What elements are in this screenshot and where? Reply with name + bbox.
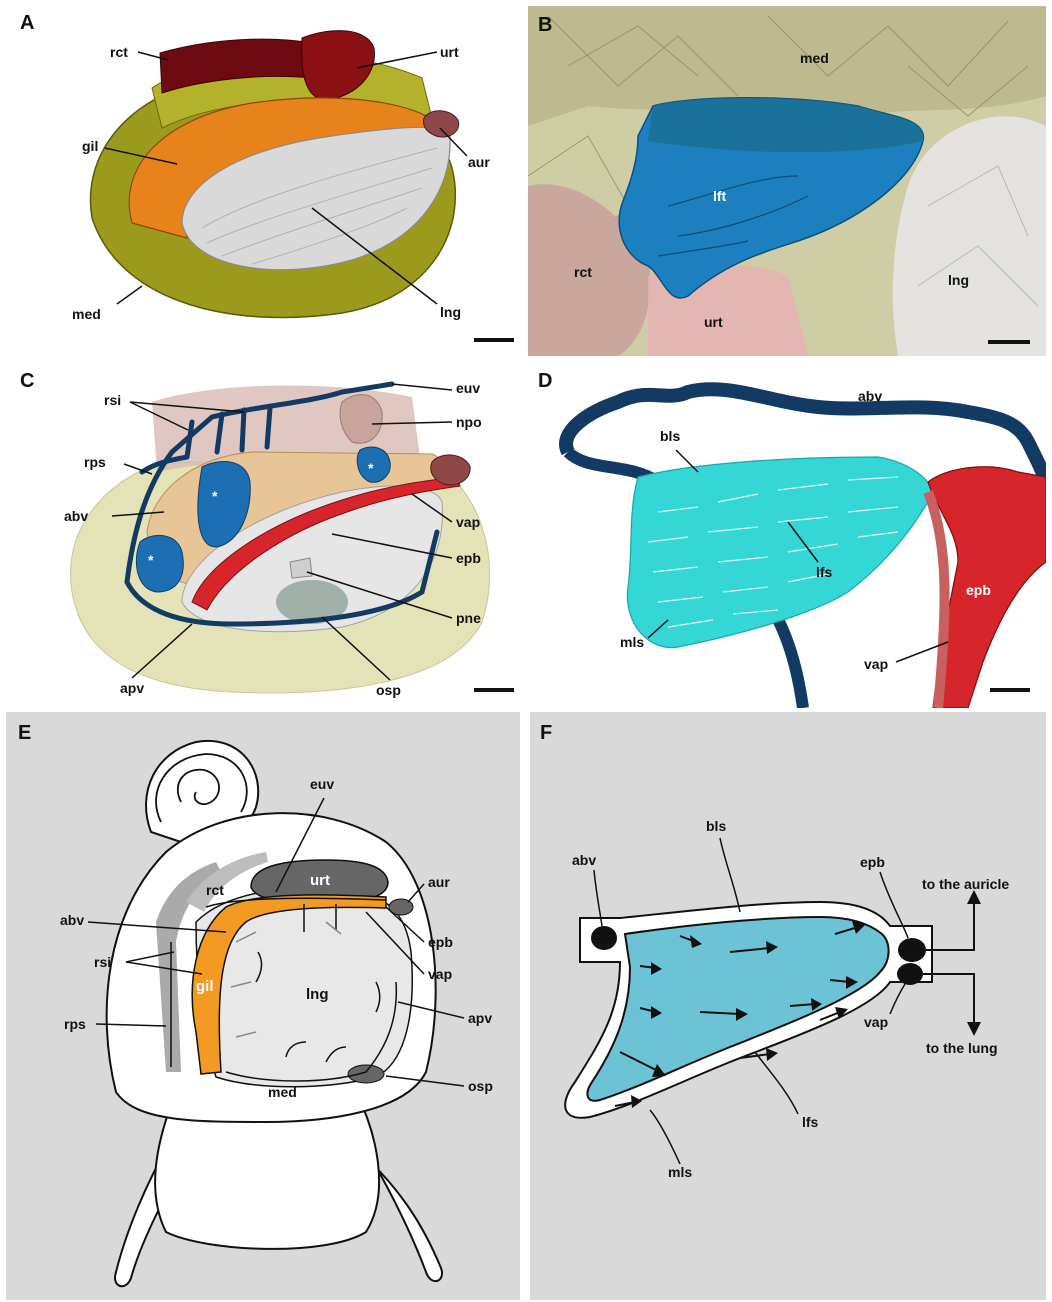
scale-bar-a: [474, 338, 514, 342]
label-med: med: [72, 306, 101, 322]
panel-c: C rsi euv npo rps abv vap epb pne apv os…: [12, 362, 518, 708]
abv-node: [591, 926, 617, 950]
osp-shape: [348, 1065, 384, 1083]
panel-letter-e: E: [18, 722, 31, 745]
label-epb: epb: [966, 582, 991, 598]
asterisk-left: *: [148, 552, 153, 568]
label-aur: aur: [428, 874, 450, 890]
label-bls: bls: [706, 818, 726, 834]
panel-letter-c: C: [20, 370, 34, 393]
label-gil: gil: [82, 138, 98, 154]
panel-c-render: [12, 362, 518, 708]
rsi-4: [267, 408, 270, 447]
label-urt: urt: [704, 314, 723, 330]
panel-b-render: [528, 6, 1046, 356]
label-apv: apv: [468, 1010, 492, 1026]
panel-d: D abv bls lfs mls epb vap: [528, 362, 1046, 708]
label-mls: mls: [668, 1164, 692, 1180]
label-urt: urt: [310, 872, 330, 889]
pneumostome-pne: [290, 558, 312, 578]
label-epb: epb: [860, 854, 885, 870]
epb-node: [898, 938, 926, 962]
label-vap: vap: [864, 1014, 888, 1030]
label-med: med: [800, 50, 829, 66]
label-gil: gil: [196, 978, 214, 995]
label-lng: lng: [440, 304, 461, 320]
label-vap: vap: [456, 514, 480, 530]
panel-e-drawing: [6, 712, 520, 1300]
label-urt: urt: [440, 44, 459, 60]
label-vap: vap: [428, 966, 452, 982]
label-rps: rps: [84, 454, 106, 470]
label-rsi: rsi: [104, 392, 121, 408]
label-lft: lft: [713, 188, 726, 204]
label-lng: lng: [948, 272, 969, 288]
label-euv: euv: [456, 380, 480, 396]
label-epb: epb: [456, 550, 481, 566]
label-lfs: lfs: [816, 564, 832, 580]
label-aur: aur: [468, 154, 490, 170]
label-rct: rct: [206, 882, 224, 898]
label-mls: mls: [620, 634, 644, 650]
label-osp: osp: [468, 1078, 493, 1094]
vap-vessel: [928, 492, 945, 708]
label-npo: npo: [456, 414, 482, 430]
panel-letter-a: A: [20, 12, 34, 35]
label-rsi: rsi: [94, 954, 111, 970]
label-apv: apv: [120, 680, 144, 696]
label-abv: abv: [572, 852, 596, 868]
rsi-3: [242, 410, 244, 450]
npo-structure: [340, 395, 382, 444]
label-to-the-auricle: to the auricle: [922, 876, 1009, 892]
panel-f-drawing: [530, 712, 1046, 1300]
label-to-the-lung: to the lung: [926, 1040, 998, 1056]
panel-letter-f: F: [540, 722, 552, 745]
label-bls: bls: [660, 428, 680, 444]
label-osp: osp: [376, 682, 401, 698]
label-epb: epb: [428, 934, 453, 950]
scale-bar-d: [990, 688, 1030, 692]
blue-patch-left: [136, 535, 183, 592]
asterisk-center: *: [212, 488, 217, 504]
panel-b: B med lft rct urt lng: [528, 6, 1046, 356]
panel-f: F bls abv epb to the auricle vap to the …: [530, 712, 1046, 1300]
label-abv: abv: [60, 912, 84, 928]
scale-bar-c: [474, 688, 514, 692]
label-lng: lng: [306, 986, 329, 1003]
label-rct: rct: [574, 264, 592, 280]
label-rps: rps: [64, 1016, 86, 1032]
label-abv: abv: [64, 508, 88, 524]
label-euv: euv: [310, 776, 334, 792]
vap-node: [897, 963, 923, 985]
panel-letter-b: B: [538, 14, 552, 37]
label-med: med: [268, 1084, 297, 1100]
panel-e: E euv urt rct aur abv epb rsi gil lng va…: [6, 712, 520, 1300]
scale-bar-b: [988, 340, 1030, 344]
label-rct: rct: [110, 44, 128, 60]
label-abv: abv: [858, 388, 882, 404]
lfs-mesh: [627, 457, 933, 648]
label-pne: pne: [456, 610, 481, 626]
label-lfs: lfs: [802, 1114, 818, 1130]
panel-d-render: [528, 362, 1046, 708]
panel-a: A rct urt gil aur med lng: [12, 8, 518, 356]
panel-letter-d: D: [538, 370, 552, 393]
label-vap: vap: [864, 656, 888, 672]
asterisk-right: *: [368, 460, 373, 476]
